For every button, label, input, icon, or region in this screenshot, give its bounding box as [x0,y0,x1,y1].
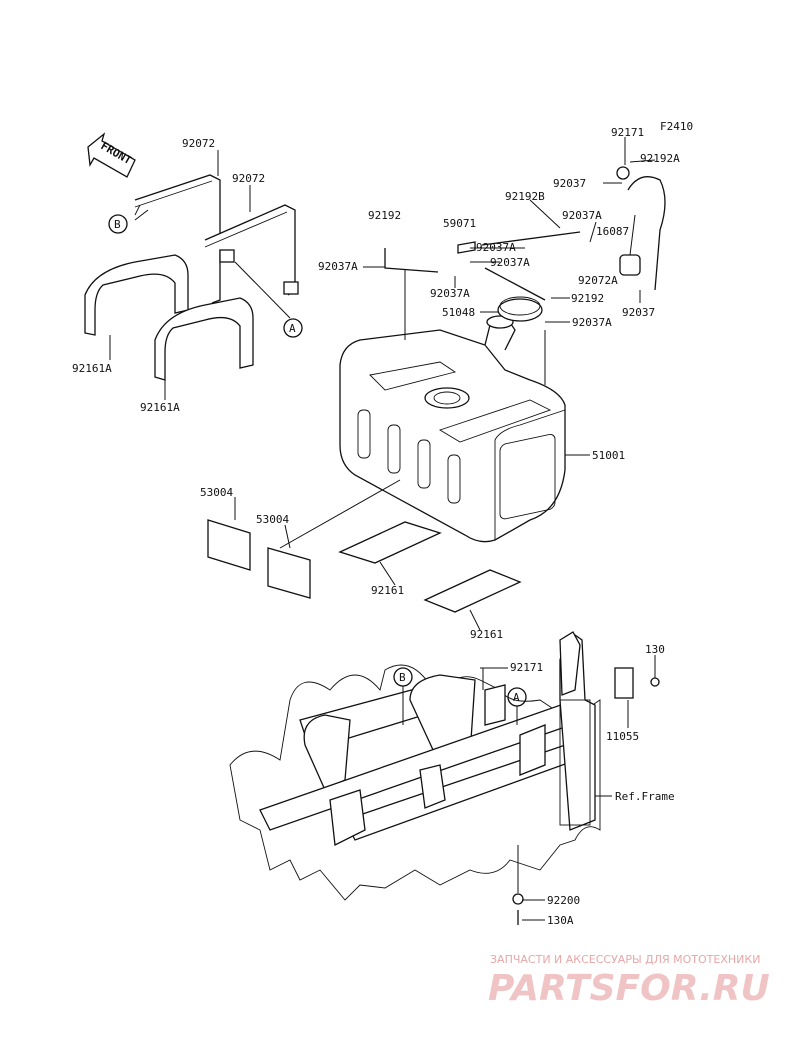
label-92171-top: 92171 [611,126,644,139]
ref-marker-a-top-label: A [289,322,296,335]
pad-92161-a [338,521,442,564]
fuel-tank-51001 [339,314,566,543]
label-92037A-left: 92037A [318,260,358,273]
label-53004-left: 53004 [200,486,233,499]
ref-marker-b-top: B [108,214,128,234]
label-92192A: 92192A [640,152,680,165]
valve-16087 [619,254,641,276]
pad-92161-b [423,569,522,613]
label-92037A-c: 92037A [430,287,470,300]
label-92037-bottom: 92037 [622,306,655,319]
figure-code: F2410 [660,120,693,133]
fuel-cap-51048 [497,296,543,322]
hose-92192-right [484,267,546,301]
pad-53004-left [207,519,251,571]
label-92072-front: 92072 [182,137,215,150]
label-51001: 51001 [592,449,625,462]
front-arrow: FRONT [87,132,136,178]
label-92072-rear: 92072 [232,172,265,185]
label-92037A-a: 92037A [476,241,516,254]
vehicle-frame [229,631,660,925]
label-11055: 11055 [606,730,639,743]
ref-marker-a-frame: A [507,687,527,707]
label-51048: 51048 [442,306,475,319]
ref-marker-b-frame: B [393,667,413,687]
ref-marker-a-top: A [283,318,303,338]
pad-92161A-left [84,254,189,336]
hose-92192B [481,231,581,246]
label-92037-top: 92037 [553,177,586,190]
label-92161-a: 92161 [371,584,404,597]
label-92171-frame: 92171 [510,661,543,674]
label-92161A-right: 92161A [140,401,180,414]
ref-marker-b-top-label: B [114,218,121,231]
hose-92192-left [384,248,439,273]
pad-92161A-right [154,297,254,381]
label-ref-frame: Ref.Frame [615,790,675,803]
watermark-caption: ЗАПЧАСТИ И АКСЕССУАРЫ ДЛЯ МОТОТЕХНИКИ [490,953,760,966]
label-130: 130 [645,643,665,656]
label-92200: 92200 [547,894,580,907]
label-92037A-d: 92037A [562,209,602,222]
fitting-59071 [457,241,476,254]
pad-53004-right [267,547,311,599]
label-92161A-left: 92161A [72,362,112,375]
label-92161-b: 92161 [470,628,503,641]
clamp-92171-top [616,166,630,180]
ref-marker-a-frame-label: A [513,691,520,704]
label-92192B: 92192B [505,190,545,203]
label-92037A-b: 92037A [490,256,530,269]
ref-marker-b-frame-label: B [399,671,406,684]
label-92192-right: 92192 [571,292,604,305]
label-53004-right: 53004 [256,513,289,526]
label-92037A-e: 92037A [572,316,612,329]
label-130A: 130A [547,914,574,927]
watermark-brand: PARTSFOR.RU [488,968,770,1009]
label-59071: 59071 [443,217,476,230]
hose-92192A [627,176,666,291]
label-92192-left: 92192 [368,209,401,222]
label-16087: 16087 [596,225,629,238]
strap-92072-rear [204,204,299,296]
label-92072A: 92072A [578,274,618,287]
strap-92072-front [134,174,221,304]
